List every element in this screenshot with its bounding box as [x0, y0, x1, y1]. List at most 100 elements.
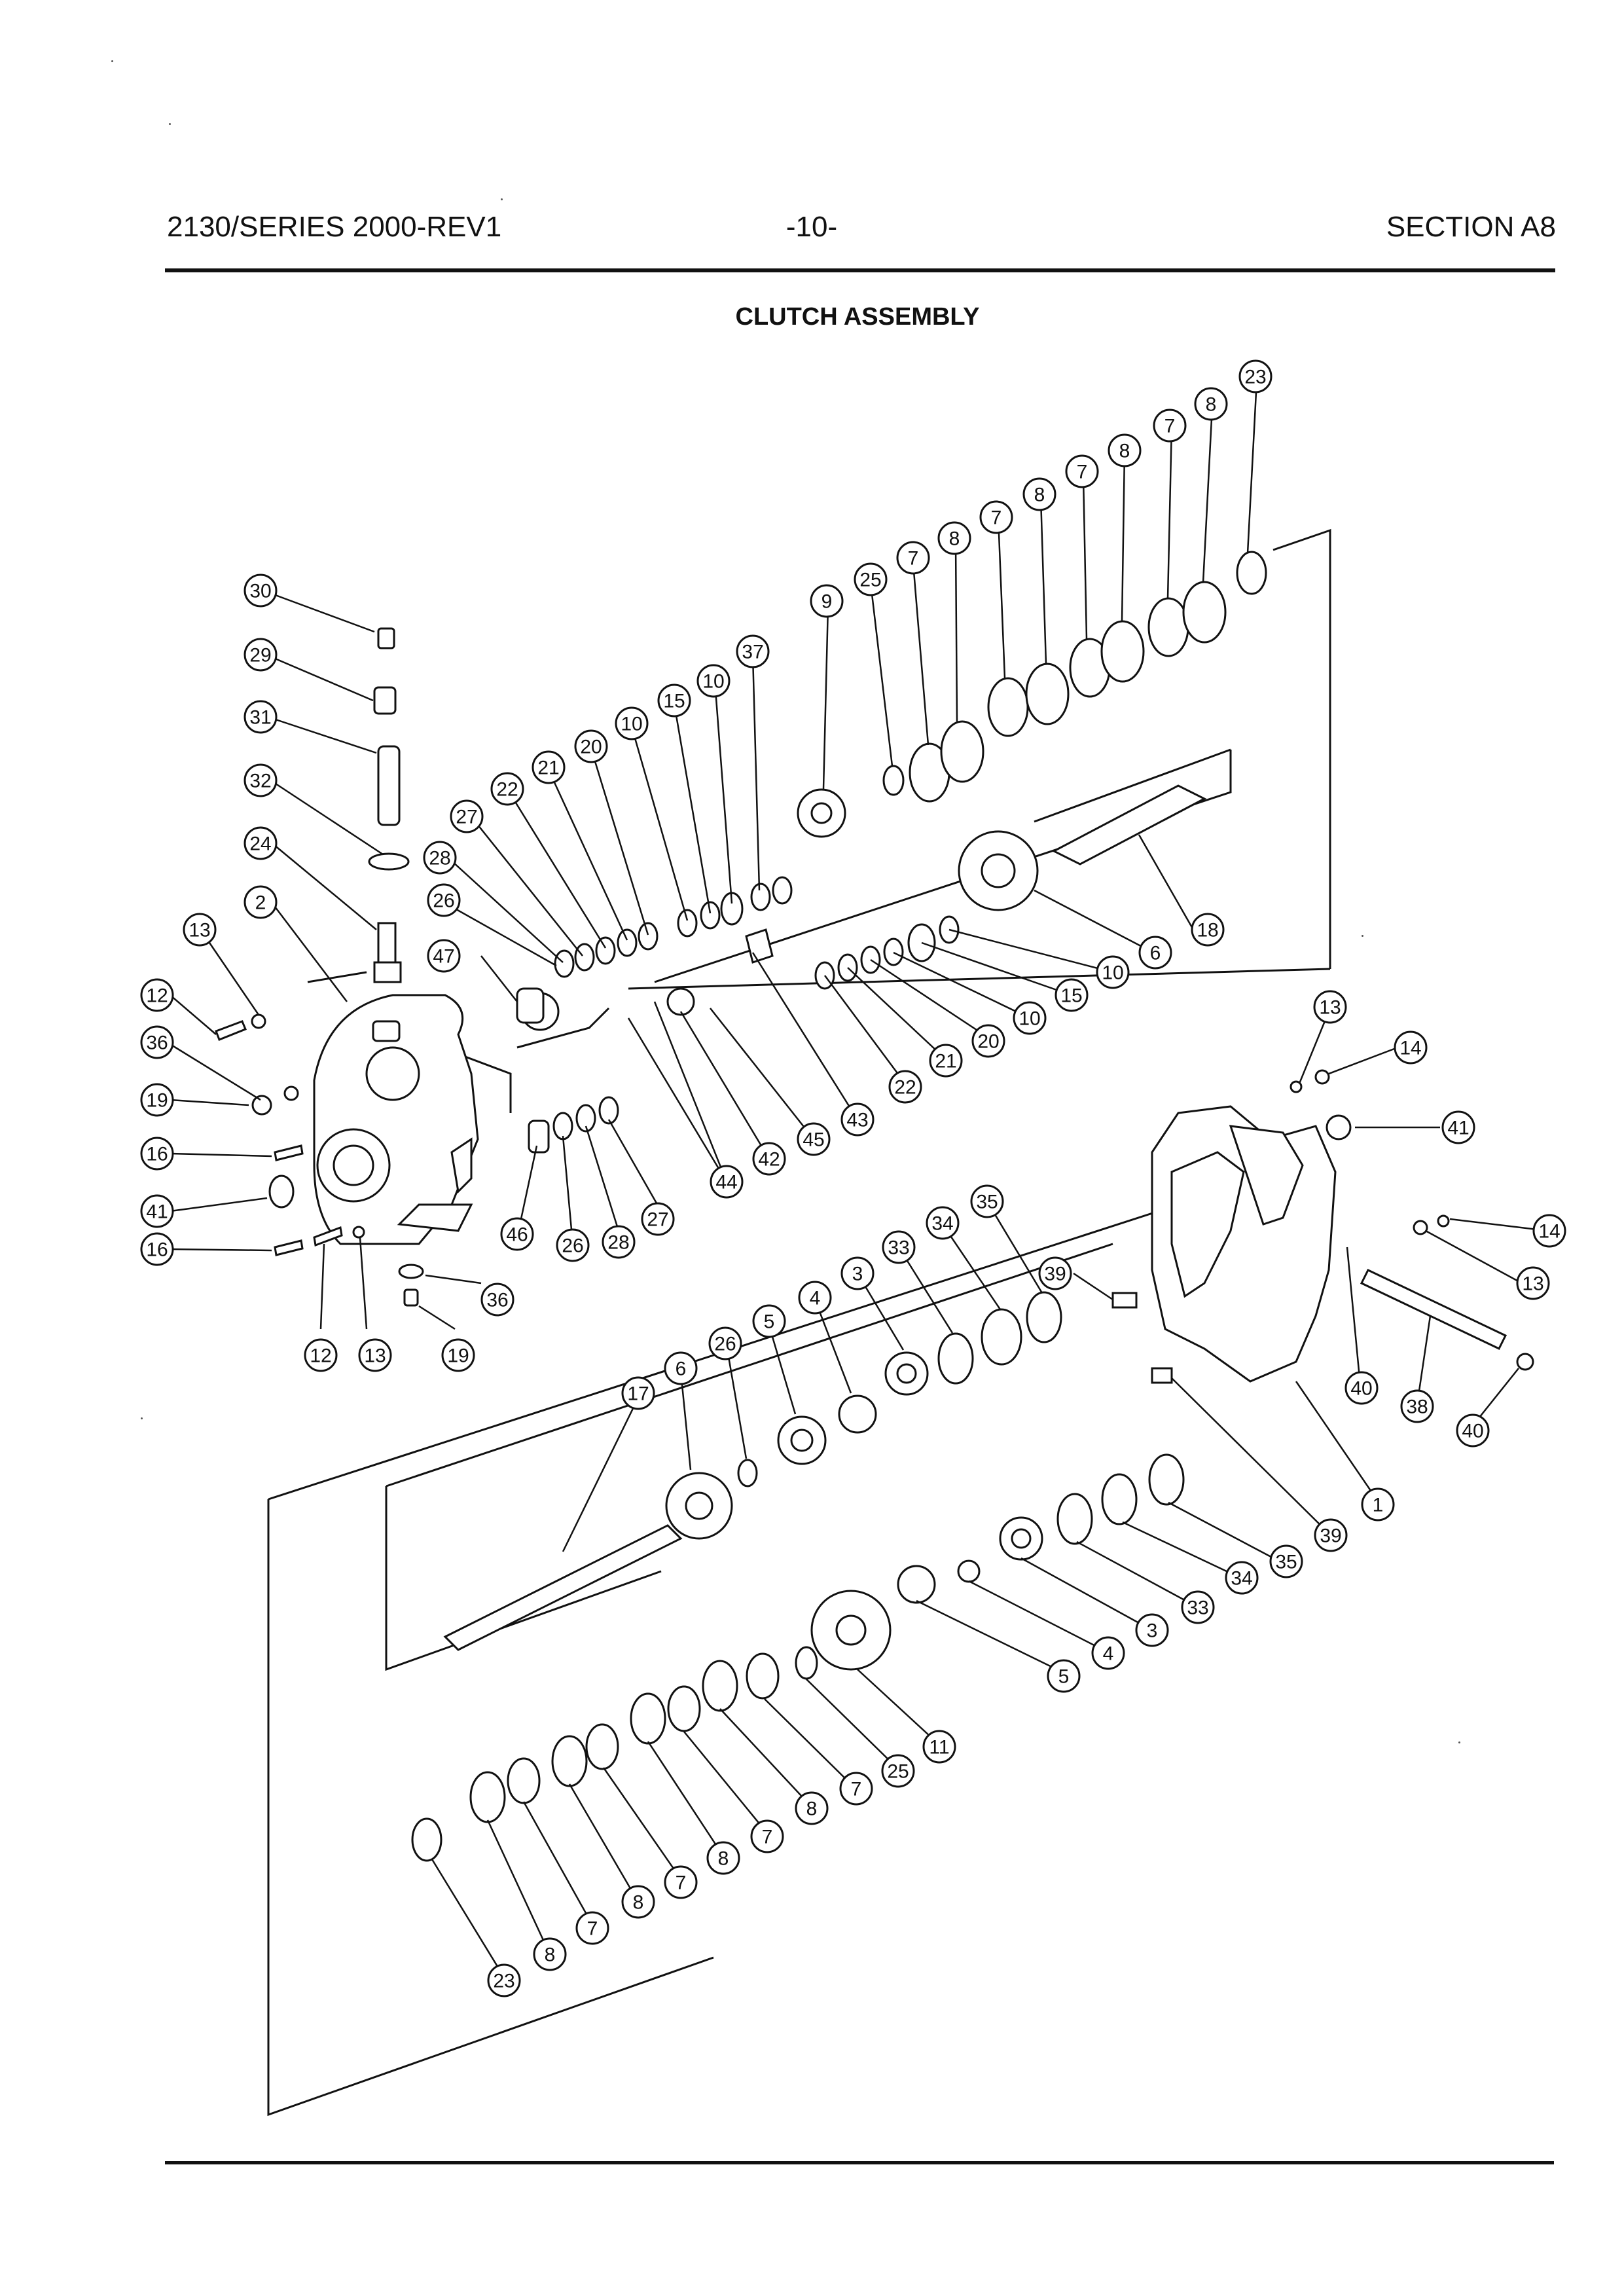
callout-27: 27 [450, 799, 484, 833]
callout-26: 26 [708, 1326, 742, 1360]
callout-number: 40 [1350, 1378, 1372, 1400]
callout-circle [244, 763, 278, 797]
callout-circle [1238, 359, 1272, 393]
callout-number: 27 [647, 1209, 668, 1231]
callout-21: 21 [532, 750, 566, 784]
callout-circle [1055, 978, 1089, 1012]
callout-5: 5 [1047, 1659, 1081, 1693]
callout-3: 3 [840, 1256, 875, 1290]
callout-circle [1138, 936, 1172, 970]
callout-circle [244, 638, 278, 672]
callout-circle [926, 1206, 960, 1240]
callout-number: 7 [587, 1918, 598, 1940]
callout-16: 16 [140, 1232, 174, 1266]
scan-speck [501, 198, 503, 200]
callout-circle [810, 584, 844, 618]
callout-circle [710, 1165, 744, 1199]
callout-19: 19 [441, 1338, 475, 1372]
callout-number: 22 [496, 779, 518, 801]
callout-number: 13 [1522, 1273, 1543, 1295]
callout-circle [621, 1376, 655, 1410]
callout-circle [854, 562, 888, 596]
callout-circle [1091, 1636, 1125, 1670]
callout-circle [1181, 1590, 1215, 1624]
callout-circle [140, 1232, 174, 1266]
callout-13: 13 [358, 1338, 392, 1372]
callout-number: 11 [929, 1737, 949, 1758]
callout-circle [140, 1137, 174, 1171]
callout-circle [882, 1230, 916, 1264]
callout-number: 47 [433, 946, 454, 968]
callout-8: 8 [795, 1791, 829, 1825]
callout-number: 7 [1164, 416, 1176, 437]
callout-circle [358, 1338, 392, 1372]
callout-number: 7 [1077, 462, 1088, 483]
callout-number: 6 [1150, 943, 1161, 964]
callout-number: 7 [991, 507, 1002, 529]
callout-8: 8 [1022, 477, 1056, 511]
callout-circle [304, 1338, 338, 1372]
upper-washers [554, 876, 793, 978]
callout-number: 10 [1019, 1008, 1040, 1030]
callout-27: 27 [641, 1202, 675, 1236]
callout-circle [140, 1083, 174, 1117]
diagram-title: CLUTCH ASSEMBLY [735, 303, 980, 331]
callout-2: 2 [244, 885, 278, 919]
callout-circle [839, 1772, 873, 1806]
callout-number: 39 [1044, 1264, 1066, 1285]
callout-number: 42 [758, 1149, 780, 1171]
callout-circle [1108, 433, 1142, 467]
callout-28: 28 [602, 1225, 636, 1259]
callout-41: 41 [140, 1194, 174, 1228]
callout-circle [244, 885, 278, 919]
document-id: 2130/SERIES 2000-REV1 [167, 211, 502, 243]
callout-number: 8 [1206, 394, 1217, 416]
callout-43: 43 [840, 1102, 875, 1137]
callout-28: 28 [423, 841, 457, 875]
callout-circle [706, 1841, 740, 1875]
scan-speck [1362, 935, 1363, 937]
callout-13: 13 [1313, 990, 1347, 1024]
callout-number: 41 [146, 1201, 168, 1223]
callout-39: 39 [1314, 1518, 1348, 1552]
leader-lines [170, 379, 1549, 1978]
callout-number: 41 [1447, 1118, 1469, 1139]
callout-number: 12 [146, 985, 168, 1007]
lower-clutch-plates [411, 1652, 780, 1862]
callout-circle [1361, 1487, 1395, 1522]
callout-circle [487, 1963, 521, 1997]
callout-circle [1344, 1371, 1379, 1405]
callout-circle [896, 541, 930, 575]
callout-number: 8 [806, 1798, 818, 1820]
callout-number: 36 [146, 1032, 168, 1054]
left-housing [313, 994, 479, 1245]
callout-number: 40 [1462, 1421, 1483, 1442]
callout-number: 35 [976, 1192, 998, 1213]
callout-circle [1047, 1659, 1081, 1693]
callout-37: 37 [736, 634, 770, 668]
callout-number: 10 [1102, 962, 1123, 984]
callout-30: 30 [244, 574, 278, 608]
callout-10: 10 [615, 706, 649, 740]
callout-circle [971, 1024, 1005, 1058]
callout-11: 11 [922, 1730, 956, 1764]
callout-circle [480, 1283, 514, 1317]
callout-13: 13 [1516, 1266, 1550, 1300]
callout-17: 17 [621, 1376, 655, 1410]
callout-number: 33 [888, 1237, 909, 1259]
callout-number: 22 [894, 1077, 916, 1099]
callout-21: 21 [929, 1044, 963, 1078]
callout-20: 20 [574, 729, 608, 763]
callout-number: 24 [249, 833, 271, 855]
callout-4: 4 [798, 1281, 832, 1315]
callout-circle [140, 978, 174, 1012]
callout-7: 7 [575, 1911, 609, 1945]
callout-6: 6 [1138, 936, 1172, 970]
callout-number: 33 [1187, 1597, 1208, 1619]
scan-speck [1458, 1741, 1460, 1743]
callout-8: 8 [533, 1937, 567, 1971]
callout-number: 1 [1373, 1495, 1384, 1516]
callout-number: 21 [935, 1051, 956, 1072]
callout-33: 33 [1181, 1590, 1215, 1624]
callout-8: 8 [706, 1841, 740, 1875]
